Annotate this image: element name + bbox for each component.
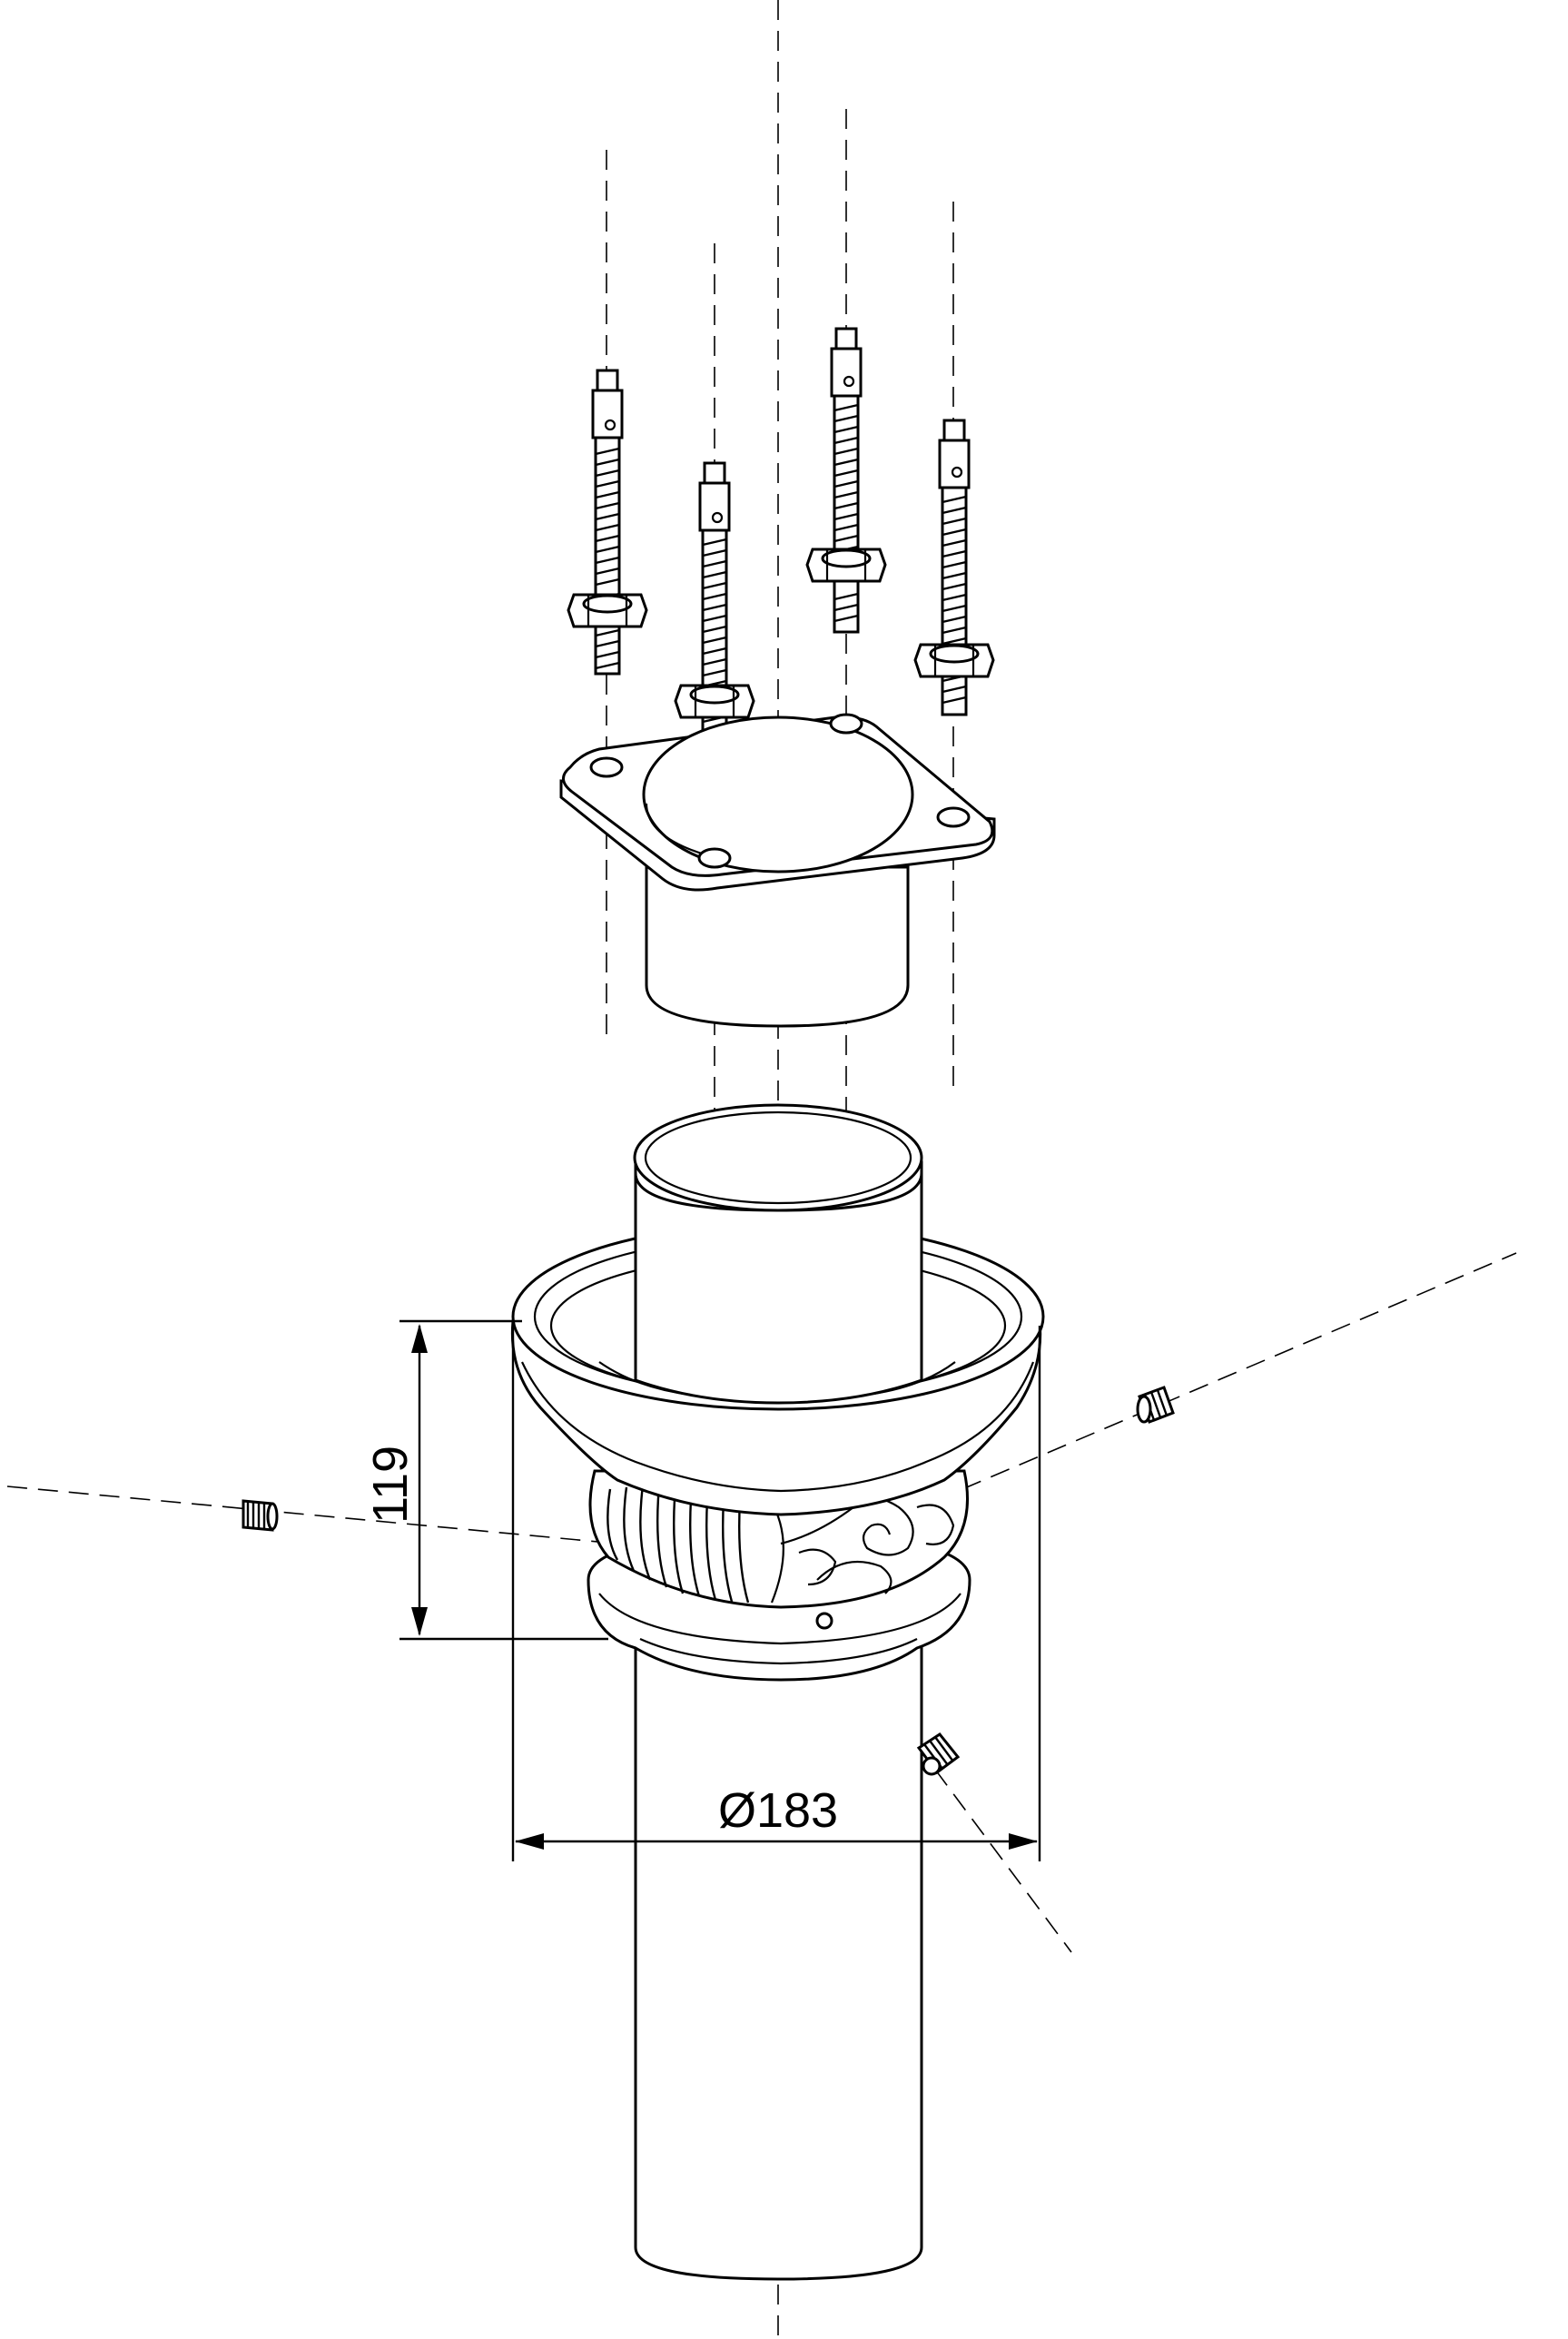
diameter-dimension: Ø183 — [511, 1326, 1041, 1861]
flange-spigot — [645, 865, 910, 1028]
grub-screw-left — [242, 1499, 279, 1532]
collar-acanthus — [798, 1495, 955, 1594]
grub-screw-front — [916, 1732, 961, 1776]
anchor-bolt-1 — [567, 369, 648, 676]
anchor-bolts — [567, 327, 995, 757]
grub-screw-right — [1136, 1386, 1175, 1424]
mounting-flange — [559, 713, 996, 1028]
screw-axis-right — [962, 1252, 1517, 1490]
anchor-bolt-4 — [913, 419, 995, 716]
height-dimension: 119 — [363, 1319, 608, 1641]
anchor-bolt-2 — [674, 461, 755, 757]
flange-hole-1 — [589, 756, 624, 778]
collar-fluting — [606, 1485, 750, 1604]
height-dimension-label: 119 — [363, 1446, 418, 1524]
post-tube-top-rim — [633, 1103, 923, 1212]
flange-hole-4 — [936, 806, 971, 828]
grub-screws — [242, 1386, 1175, 1776]
screw-axis-left — [6, 1485, 618, 1545]
diameter-dimension-label: Ø183 — [718, 1783, 838, 1838]
decorative-collar — [510, 1172, 1045, 1682]
flange-bore — [642, 716, 914, 873]
flange-hole-3 — [829, 713, 863, 735]
anchor-bolt-3 — [805, 327, 887, 634]
collar-screw-hole — [815, 1612, 833, 1630]
flange-hole-2 — [697, 847, 732, 869]
